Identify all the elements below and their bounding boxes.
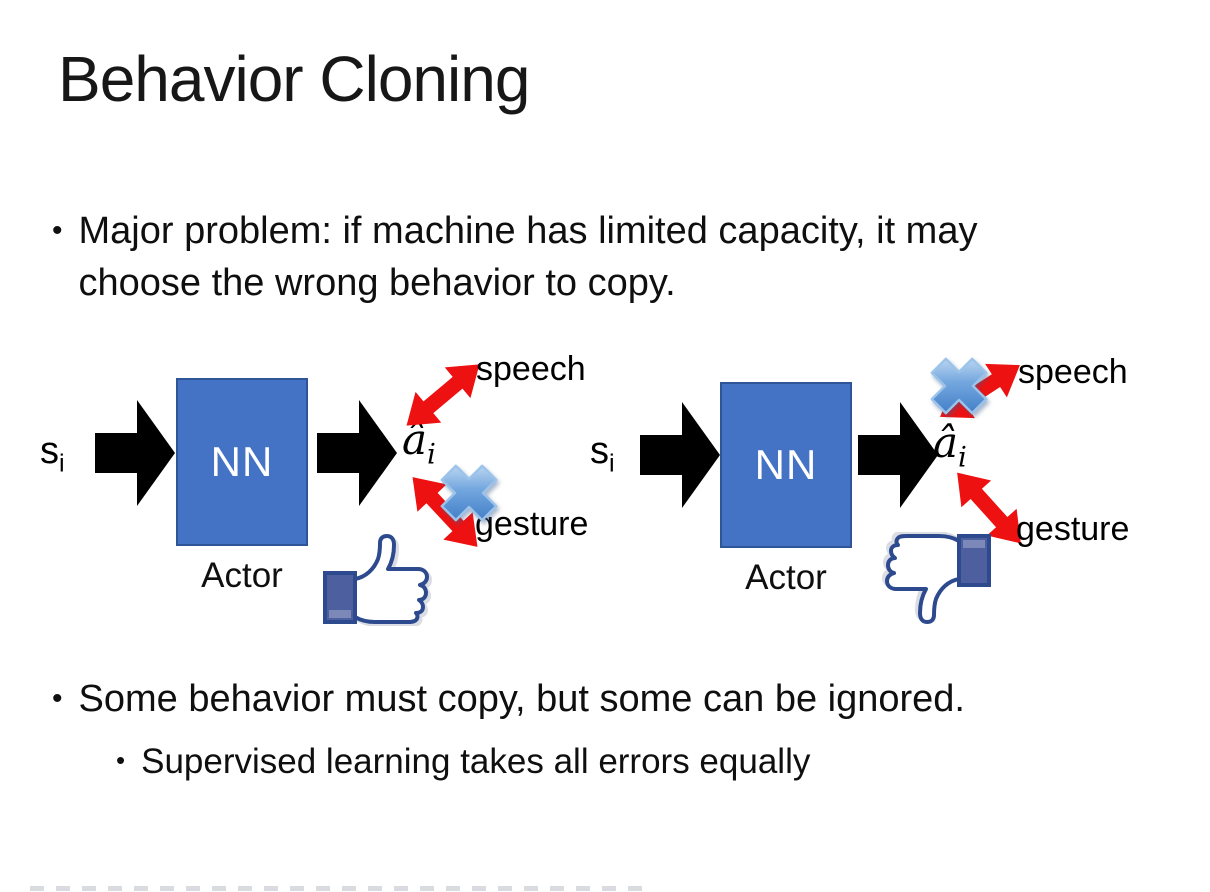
bullet-dot: •	[52, 214, 63, 247]
bullet-major-problem: • Major problem: if machine has limited …	[52, 206, 1072, 309]
page-title: Behavior Cloning	[58, 43, 530, 115]
state-sub: i	[609, 449, 615, 478]
double-arrow-gesture-icon	[957, 472, 1021, 544]
branch-label-speech-right: speech	[1018, 353, 1128, 391]
flow-arrow-icon	[640, 402, 720, 508]
thumbs-down-icon	[885, 534, 991, 624]
flow-arrow-icon	[95, 400, 175, 506]
double-arrow-speech-icon	[406, 364, 480, 426]
bullet-dot: •	[52, 682, 63, 715]
thumbs-up-icon	[323, 534, 429, 624]
bullet-some-behavior-text: Some behavior must copy, but some can be…	[78, 678, 965, 720]
branch-label-speech-left: speech	[476, 350, 586, 388]
bullet-dot: •	[116, 745, 126, 775]
action-base: â	[933, 418, 959, 467]
nn-box-label: NN	[754, 441, 818, 488]
branch-label-gesture-left: gesture	[475, 505, 589, 543]
nn-box-label: NN	[210, 438, 274, 485]
action-label-right: âi	[933, 418, 967, 473]
cropped-text-remnant	[30, 886, 645, 891]
cross-out-icon	[440, 464, 498, 522]
branch-label-gesture-right: gesture	[1016, 510, 1130, 548]
bullet-some-behavior: • Some behavior must copy, but some can …	[52, 674, 1192, 726]
flow-arrow-icon	[858, 402, 938, 508]
cross-out-icon	[930, 357, 988, 415]
nn-box-left: NN	[176, 378, 308, 546]
bullet-supervised-learning-text: Supervised learning takes all errors equ…	[141, 742, 811, 781]
double-arrow-gesture-icon	[412, 477, 478, 547]
state-base: s	[590, 430, 609, 472]
state-label-right: si	[590, 430, 615, 479]
bullet-supervised-learning: • Supervised learning takes all errors e…	[116, 738, 1136, 786]
flow-arrow-icon	[317, 400, 397, 506]
bullet-major-problem-text: Major problem: if machine has limited ca…	[78, 210, 978, 304]
nn-box-right: NN	[720, 382, 852, 548]
actor-label-left: Actor	[201, 556, 283, 595]
state-base: s	[40, 430, 59, 472]
actor-label-right: Actor	[745, 558, 827, 597]
action-sub: i	[427, 437, 436, 471]
state-sub: i	[59, 449, 65, 478]
state-label-left: si	[40, 430, 65, 479]
action-sub: i	[958, 440, 967, 474]
double-arrow-speech-icon	[940, 363, 1020, 419]
